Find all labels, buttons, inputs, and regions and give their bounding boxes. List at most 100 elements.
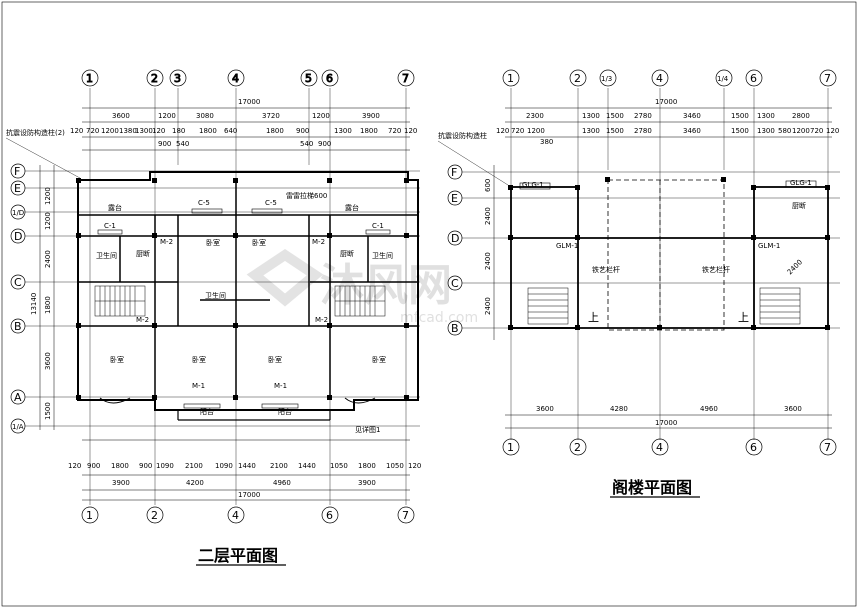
room-porch: 阳台 [200, 407, 214, 416]
bottom-dims-row1: 120 900 1800 900 1090 2100 1090 1440 210… [68, 462, 421, 470]
axis-label: 1 [507, 441, 514, 454]
dim: 720 [511, 127, 524, 135]
dim: 1200 [527, 127, 545, 135]
dim: 1300 [135, 127, 153, 135]
dim: 1800 [358, 462, 376, 470]
dim: 1300 [757, 112, 775, 120]
dim: 1200 [101, 127, 119, 135]
label-m2: M-2 [312, 238, 325, 246]
room-balcony-left: 露台 [108, 203, 122, 212]
watermark: 沐风网 mfcad.com [246, 248, 478, 326]
dim: 3720 [262, 112, 280, 120]
dim: 1500 [606, 127, 624, 135]
right-horizontal-axis-lines [462, 171, 840, 329]
dim: 540 [176, 140, 189, 148]
dim: 640 [224, 127, 237, 135]
axis-label: 1 [86, 509, 93, 522]
dim: 1440 [298, 462, 316, 470]
left-axes-left: F E 1/D D C B A 1/A [10, 163, 26, 434]
dim: 1500 [731, 112, 749, 120]
dim: 180 [172, 127, 185, 135]
axis-label: 7 [402, 509, 409, 522]
dim: 3900 [358, 479, 376, 487]
right-plan-title: 阁楼平面图 [612, 478, 692, 497]
room-bedroom: 卧室 [206, 238, 220, 247]
dim: 2780 [634, 112, 652, 120]
dim: 3600 [44, 352, 52, 370]
axis-label: 6 [750, 441, 757, 454]
left-stair-left [94, 285, 146, 317]
room-kitchen-right: 厨断 [340, 249, 354, 258]
dim: 3600 [536, 405, 554, 413]
dim: 2400 [44, 250, 52, 268]
room-porch: 阳台 [278, 407, 292, 416]
top-dims-row3: 900 540 540 900 [158, 140, 331, 148]
dim: 120 [496, 127, 509, 135]
axis-label: 1 [507, 72, 514, 85]
axis-label: E [451, 192, 458, 205]
dim: 1300 [334, 127, 352, 135]
axis-label: 4 [232, 509, 239, 522]
dim: 1050 [386, 462, 404, 470]
dim: 900 [139, 462, 152, 470]
axis-label: 2 [574, 72, 581, 85]
dim: 17000 [655, 419, 677, 427]
room-balcony-right: 露台 [345, 203, 359, 212]
dim: 720 [388, 127, 401, 135]
right-stair-left [527, 287, 569, 325]
dim: 2100 [270, 462, 288, 470]
dim: 1440 [238, 462, 256, 470]
axis-label: 6 [750, 72, 757, 85]
axis-label: D [451, 232, 459, 245]
dim: 1800 [360, 127, 378, 135]
room-toilet-left: 卫生间 [96, 251, 117, 260]
dim: 720 [810, 127, 823, 135]
axis-label: 4 [656, 72, 663, 85]
axis-label: 1/A [12, 423, 24, 431]
dim: 1380 [119, 127, 137, 135]
right-dashed-walls [607, 179, 725, 331]
right-stair-right [759, 287, 801, 325]
label-c5: C-5 [198, 199, 210, 207]
room-kitchen: 厨断 [792, 201, 806, 210]
total-length: 17000 [238, 98, 260, 106]
room-rail-left: 铁艺栏杆 [592, 265, 620, 274]
axis-label: C [451, 277, 459, 290]
dim: 1200 [44, 212, 52, 230]
top-dims-row1: 3600 1200 3080 3720 1200 3900 [112, 112, 380, 120]
watermark-sub: mfcad.com [400, 310, 478, 326]
label-c1: C-1 [372, 222, 384, 230]
room-kitchen-left: 厨断 [136, 249, 150, 258]
dim-380: 380 [540, 138, 553, 146]
axis-label: 2 [151, 509, 158, 522]
top-dims-row2: 120 720 1200 1380 1300 120 180 1800 640 … [70, 127, 417, 135]
axis-label: 6 [326, 72, 333, 85]
left-stair-right [334, 285, 386, 317]
axis-label: 1/4 [717, 75, 729, 83]
label-glg1: GLG-1 [790, 179, 812, 187]
slope-dim: 2400 [786, 258, 804, 276]
dim: 120 [408, 462, 421, 470]
stair-ref-note: 雷雷拉梯600 [286, 191, 327, 200]
left-plan: 1 2 3 4 5 6 7 17000 3600 1200 3080 3720 … [5, 69, 421, 566]
right-side-dims: 600 2400 2400 2400 [484, 179, 492, 315]
dim: 120 [404, 127, 417, 135]
dim: 540 [300, 140, 313, 148]
dim: 900 [87, 462, 100, 470]
dim: 4200 [186, 479, 204, 487]
axis-label: 7 [402, 72, 409, 85]
label-glg1: GLG-1 [522, 181, 544, 189]
right-plan: 1 2 1/3 4 1/4 6 7 17000 2300 1300 1500 2… [437, 69, 840, 498]
dim: 1800 [111, 462, 129, 470]
label-m2: M-2 [315, 316, 328, 324]
dim: 2400 [484, 252, 492, 270]
dim: 120 [70, 127, 83, 135]
bottom-dims-row2: 3900 4200 4960 3900 17000 [112, 479, 376, 499]
dim: 1500 [731, 127, 749, 135]
dim: 120 [68, 462, 81, 470]
dim: 3600 [784, 405, 802, 413]
dim: 4280 [610, 405, 628, 413]
